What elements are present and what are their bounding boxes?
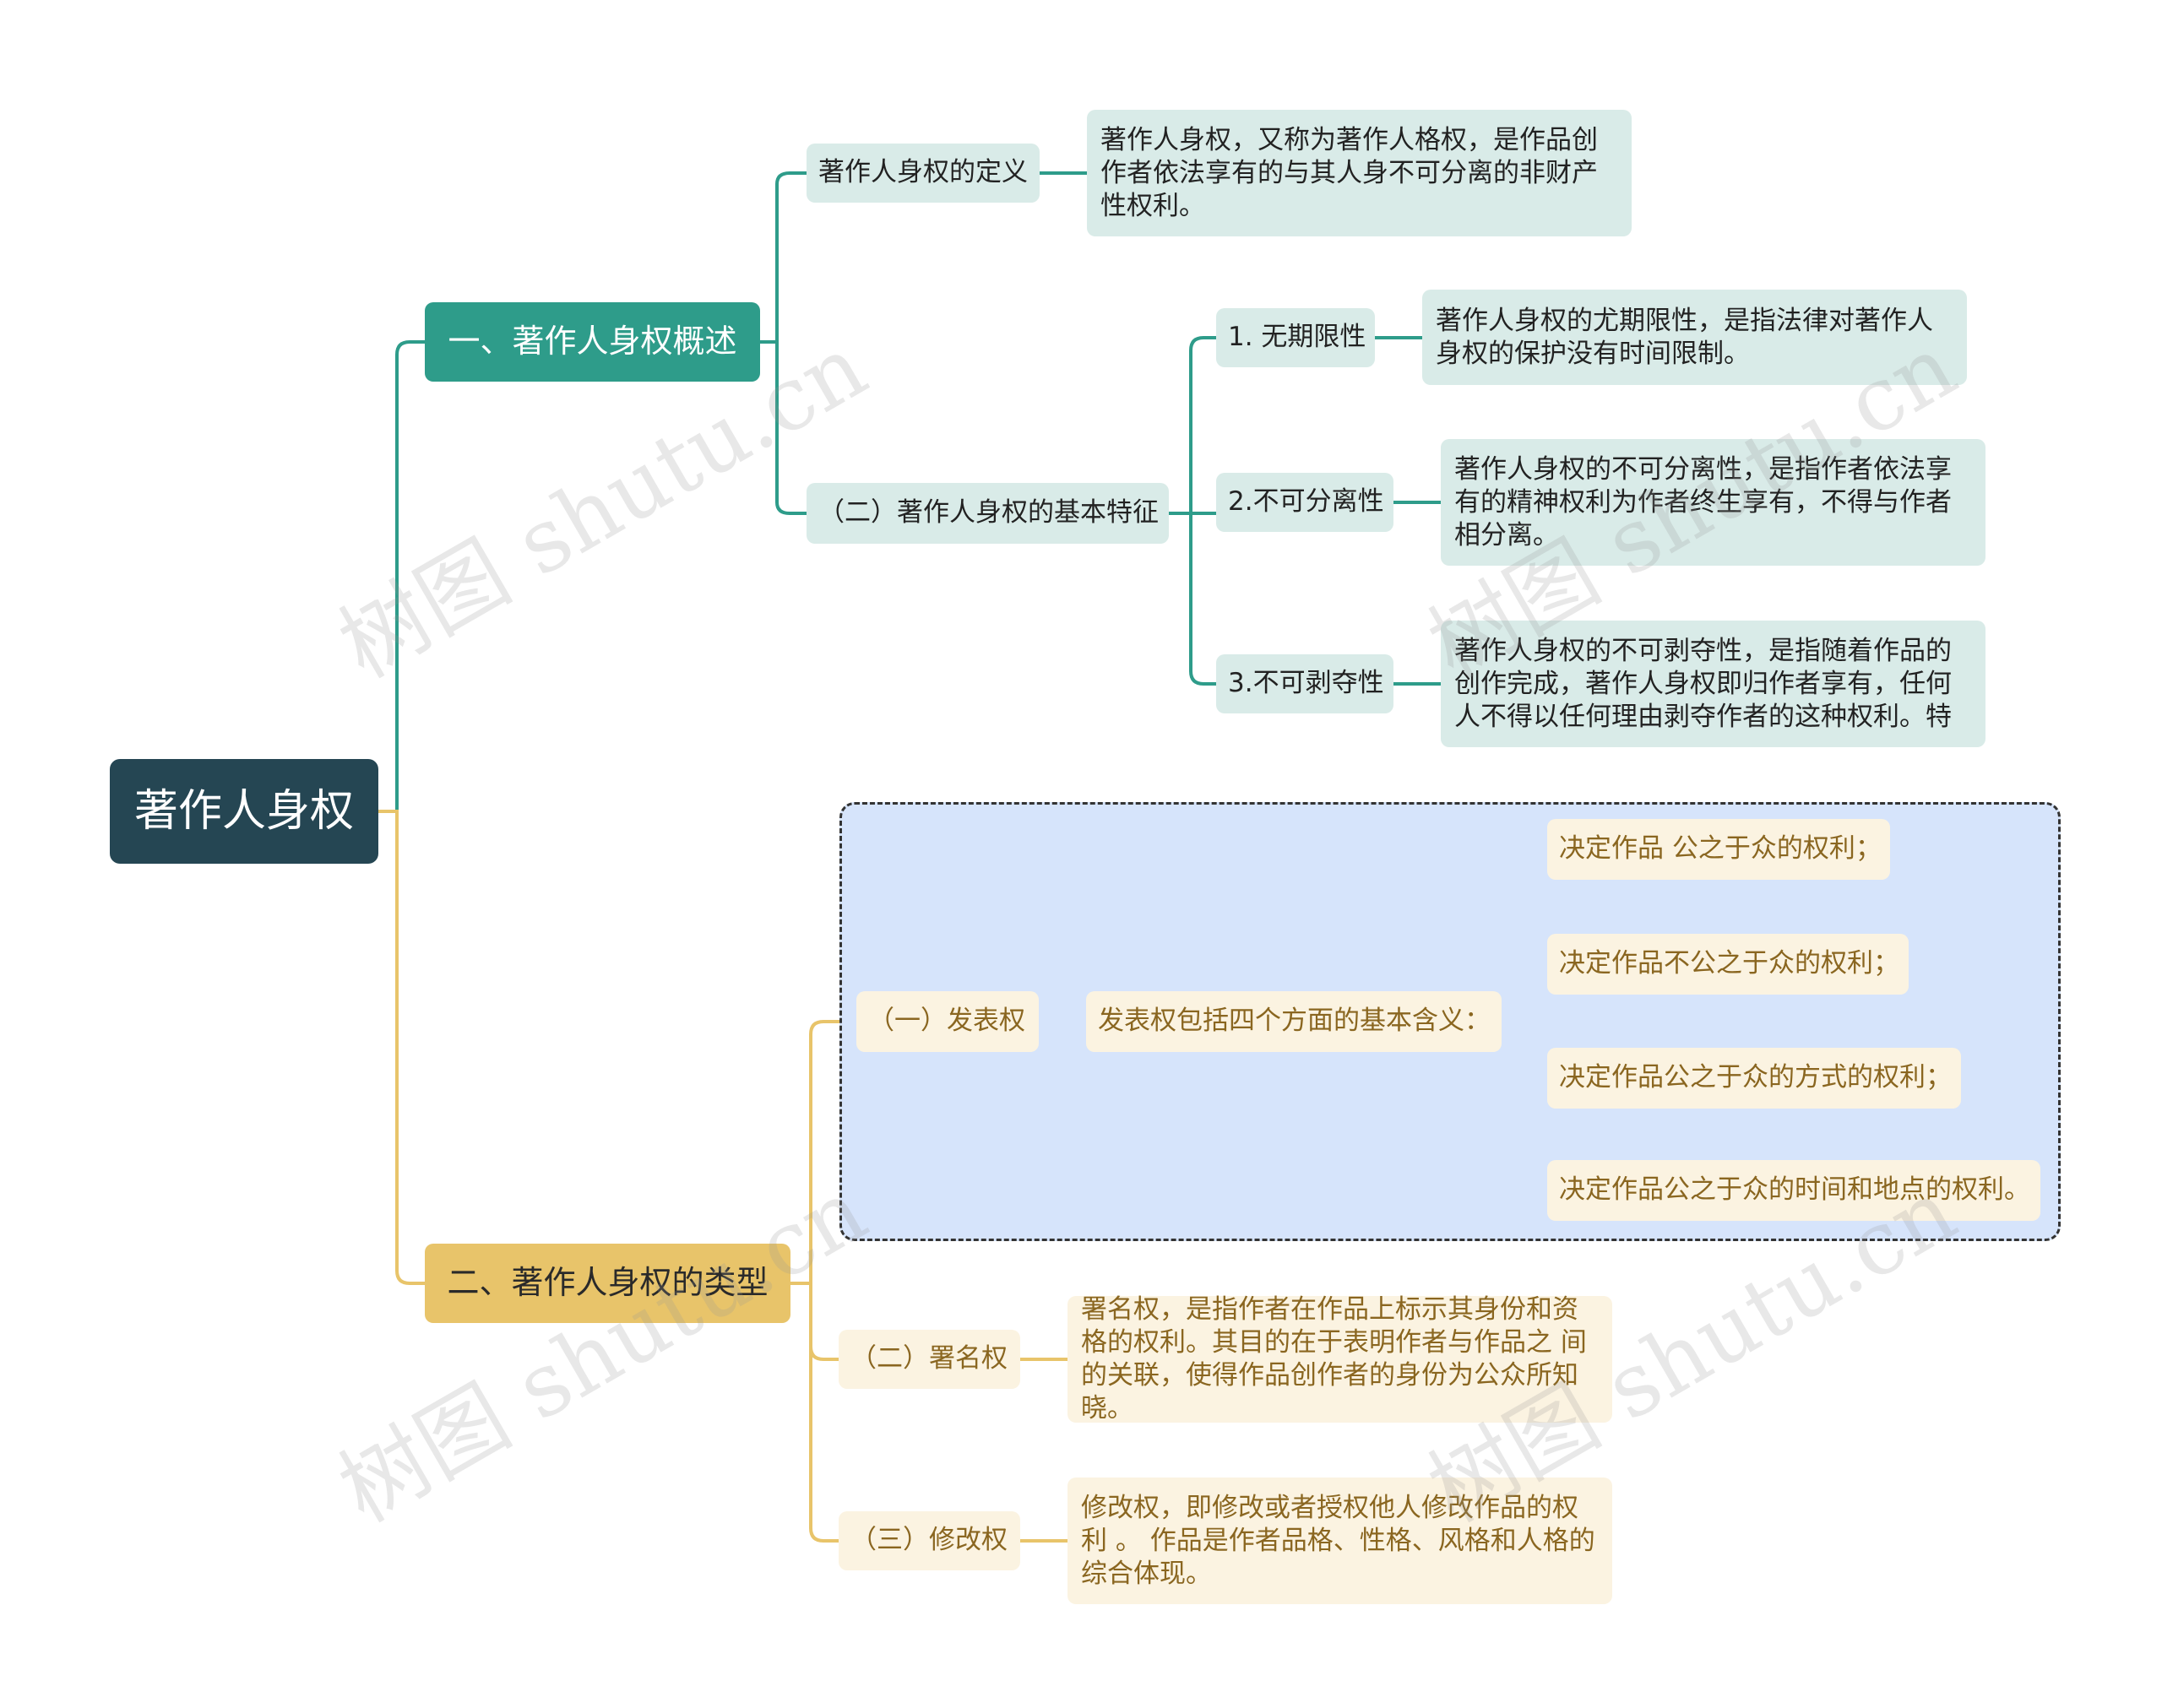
feature-detail-unlimited[interactable]: 著作人身权的尤期限性，是指法律对著作人身权的保护没有时间限制。	[1422, 290, 1967, 385]
feature-item-inalienable[interactable]: 3.不可剥夺性	[1216, 654, 1393, 713]
node-attribution-right[interactable]: （二）署名权	[839, 1330, 1020, 1389]
node-basic-features[interactable]: （二）著作人身权的基本特征	[807, 483, 1169, 544]
publish-item-2[interactable]: 决定作品不公之于众的权利；	[1547, 934, 1909, 995]
publish-item-4[interactable]: 决定作品公之于众的时间和地点的权利。	[1547, 1160, 2040, 1221]
node-modify-right[interactable]: （三）修改权	[839, 1511, 1020, 1570]
node-definition[interactable]: 著作人身权的定义	[807, 144, 1040, 203]
definition-detail[interactable]: 著作人身权，又称为著作人格权，是作品创作者依法享有的与其人身不可分离的非财产性权…	[1087, 110, 1632, 236]
feature-detail-inalienable[interactable]: 著作人身权的不可剥夺性，是指随着作品的创作完成，著作人身权即归作者享有，任何 人…	[1441, 621, 1985, 747]
publish-item-3[interactable]: 决定作品公之于众的方式的权利；	[1547, 1048, 1961, 1109]
feature-item-unlimited[interactable]: 1. 无期限性	[1216, 308, 1375, 367]
branch-types[interactable]: 二、著作人身权的类型	[425, 1244, 790, 1323]
attribution-detail[interactable]: 署名权，是指作者在作品上标示其身份和资格的权利。其目的在于表明作者与作品之 间的…	[1067, 1294, 1612, 1423]
feature-item-inseparable[interactable]: 2.不可分离性	[1216, 473, 1393, 532]
modify-detail[interactable]: 修改权，即修改或者授权他人修改作品的权利 。 作品是作者品格、性格、风格和人格的…	[1067, 1478, 1612, 1604]
publish-item-1[interactable]: 决定作品 公之于众的权利；	[1547, 819, 1890, 880]
publish-summary[interactable]: 发表权包括四个方面的基本含义：	[1086, 991, 1502, 1052]
node-publish-right[interactable]: （一）发表权	[856, 991, 1039, 1052]
feature-detail-inseparable[interactable]: 著作人身权的不可分离性，是指作者依法享有的精神权利为作者终生享有，不得与作者 相…	[1441, 439, 1985, 566]
branch-overview[interactable]: 一、著作人身权概述	[425, 302, 760, 382]
root-node[interactable]: 著作人身权	[110, 759, 378, 864]
